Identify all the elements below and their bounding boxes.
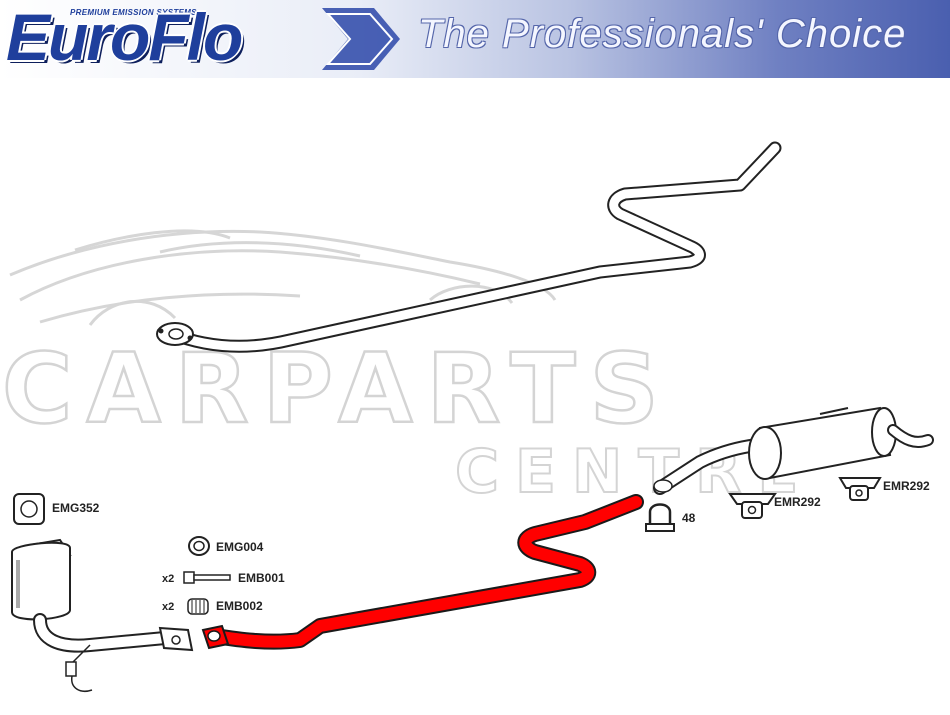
label-emr292-1: EMR292 — [774, 495, 821, 509]
rear-silencer — [653, 406, 934, 495]
emg004-ring-icon — [188, 536, 210, 556]
clamp-48-icon — [645, 503, 675, 532]
label-emg004: EMG004 — [216, 540, 264, 554]
emg352-gasket-icon — [13, 493, 45, 525]
qty-emb002: x2 — [162, 601, 174, 613]
euroflo-logo: EuroFlo — [6, 0, 243, 74]
upper-exhaust-pipe — [156, 141, 782, 353]
logo-arrow-icon — [322, 8, 400, 70]
emb002-spring-icon — [187, 598, 209, 615]
label-emr292-2: EMR292 — [883, 479, 930, 493]
label-emb001: EMB001 — [238, 571, 285, 585]
emr292-mount-icon-2 — [838, 477, 882, 501]
emr292-mount-icon-1 — [728, 493, 777, 519]
logo-subtitle: PREMIUM EMISSION SYSTEMS — [70, 8, 197, 17]
header-banner: PREMIUM EMISSION SYSTEMS EuroFlo The Pro… — [0, 0, 950, 78]
label-emb002: EMB002 — [216, 599, 263, 613]
label-emg352: EMG352 — [52, 501, 100, 515]
highlighted-intermediate-pipe — [201, 494, 644, 650]
emb001-bolt-icon — [183, 571, 231, 584]
qty-emb001: x2 — [162, 573, 174, 585]
tagline: The Professionals' Choice — [418, 12, 907, 56]
label-clamp-48: 48 — [682, 511, 696, 525]
catalytic-converter-assembly — [11, 538, 194, 692]
watermark-line1: CARPARTS — [2, 333, 673, 445]
car-silhouette-watermark — [9, 229, 557, 326]
